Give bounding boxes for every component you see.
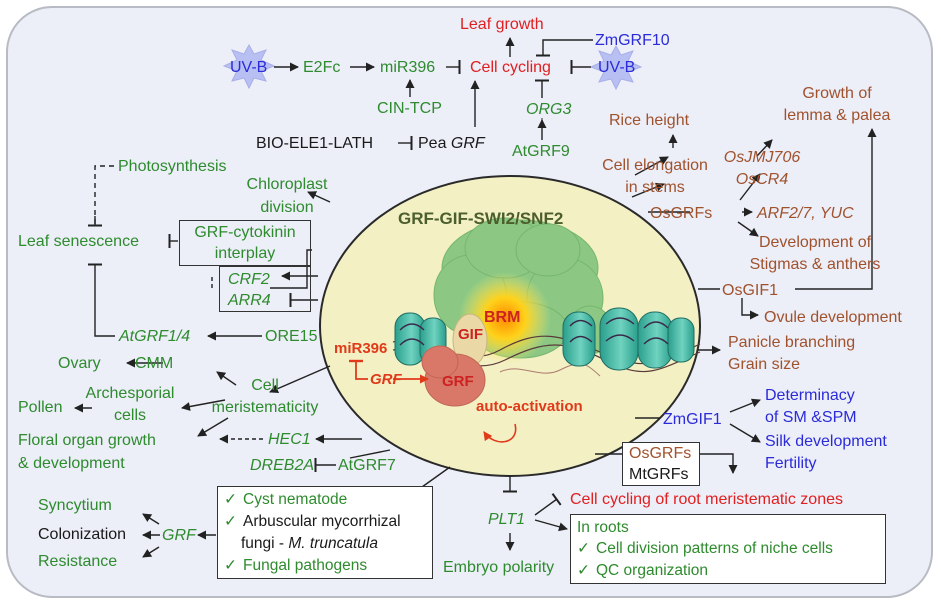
ovule-development: Ovule development [764, 309, 902, 326]
cell-label: Cell [251, 377, 279, 394]
arf-yuc: ARF2/7, YUC [757, 205, 854, 222]
ore15: ORE15 [265, 328, 318, 345]
syncytium: Syncytium [38, 497, 112, 514]
qc-row: ✓QC organization [577, 562, 709, 579]
fungi-prefix: fungi - [241, 535, 289, 552]
stigmas-anthers: Stigmas & anthers [749, 256, 881, 273]
uvb-right-starburst [589, 44, 643, 91]
uvb-right: UV-B [598, 59, 636, 76]
archesporial-cells: cells [113, 407, 146, 424]
pollen: Pollen [18, 399, 63, 416]
grf-protein-label: GRF [442, 373, 474, 390]
osjmj706: OsJMJ706 [723, 149, 801, 166]
resistance: Resistance [38, 553, 118, 570]
atgrf7: AtGRF7 [338, 457, 396, 474]
archesporial: Archesporial [85, 385, 175, 402]
fungal-row: ✓Fungal pathogens [224, 557, 368, 574]
center-mir396: miR396 [334, 340, 388, 357]
floral-development: & development [18, 455, 125, 472]
mir396-top: miR396 [380, 59, 436, 76]
interplay: interplay [214, 245, 276, 262]
fungi-row: fungi - M. truncatula [224, 533, 432, 555]
osgrfs-box: OsGRFs [629, 445, 692, 462]
org3: ORG3 [526, 101, 572, 118]
atgrf9: AtGRF9 [512, 143, 570, 160]
auto-activation-label: auto-activation [476, 398, 583, 415]
zmgif1: ZmGIF1 [663, 411, 722, 428]
cell-cycling: Cell cycling [470, 59, 551, 76]
mtgrfs: MtGRFs [629, 466, 689, 483]
zmgrf10: ZmGRF10 [595, 32, 670, 49]
rice-height: Rice height [609, 112, 690, 129]
development-of: Development of [758, 234, 872, 251]
cell-cycling-root: Cell cycling of root meristematic zones [570, 491, 843, 508]
uvb-left-starburst [222, 43, 276, 90]
cell-elongation: Cell elongation [602, 157, 708, 174]
uvb-left: UV-B [230, 59, 268, 76]
leaf-senescence: Leaf senescence [18, 233, 139, 250]
cin-tcp: CIN-TCP [377, 100, 442, 117]
osgif1: OsGIF1 [722, 282, 779, 299]
pathogen-box: ✓Cyst nematode ✓Arbuscular mycorrhizal f… [217, 486, 433, 579]
fungal-pathogens: Fungal pathogens [243, 557, 368, 574]
photosynthesis: Photosynthesis [118, 158, 227, 175]
plt1: PLT1 [488, 511, 526, 528]
floral-organ-growth: Floral organ growth [18, 432, 156, 449]
crf2-arr4-box: CRF2 ARR4 [219, 266, 311, 312]
brm-label: BRM [484, 309, 521, 326]
complex-title: GRF-GIF-SWI2/SNF2 [398, 209, 564, 228]
gif-label: GIF [458, 326, 483, 343]
colonization: Colonization [38, 526, 127, 543]
meristematicity: meristematicity [211, 399, 319, 416]
e2fc: E2Fc [303, 59, 341, 76]
lemma-palea: lemma & palea [783, 107, 891, 124]
in-roots: In roots [577, 519, 629, 536]
grf-cytokinin: GRF-cytokinin [194, 224, 296, 241]
complex-illustration [349, 217, 701, 443]
growth-of: Growth of [802, 85, 872, 102]
cyst-nematode: Cyst nematode [243, 491, 348, 508]
qc-organization: QC organization [596, 562, 709, 579]
oscr4: OsCR4 [735, 171, 789, 188]
m-truncatula: M. truncatula [288, 535, 378, 552]
panicle-branching: Panicle branching [728, 334, 856, 351]
crf2: CRF2 [228, 271, 270, 288]
osgrfs: OsGRFs [650, 205, 713, 222]
silk-development: Silk development [765, 433, 887, 450]
cell-division-patterns: Cell division patterns of niche cells [596, 540, 833, 557]
pea-grf: Pea GRF [418, 134, 485, 153]
chloroplast-division: division [260, 199, 314, 216]
pea-grf-gene: GRF [450, 135, 485, 152]
arr4: ARR4 [228, 292, 271, 309]
ovary: Ovary [58, 355, 101, 372]
center-grf-gene: GRF [370, 371, 402, 388]
fertility: Fertility [765, 455, 817, 472]
grf-cytokinin-box: GRF-cytokinin interplay [179, 220, 311, 266]
cmm: CMM [135, 355, 174, 372]
cyst-row: ✓Cyst nematode [224, 491, 348, 508]
grain-size: Grain size [728, 356, 801, 373]
atgrf1-4: AtGRF1/4 [119, 328, 191, 345]
cell-division-row: ✓Cell division patterns of niche cells [577, 540, 833, 557]
dreb2a: DREB2A [250, 457, 315, 474]
leaf-growth: Leaf growth [460, 16, 544, 33]
arbuscular-row: ✓Arbuscular mycorrhizal [224, 513, 401, 530]
osgrfs-mtgrfs-box: OsGRFs MtGRFs [622, 442, 700, 486]
arbuscular: Arbuscular mycorrhizal [243, 513, 401, 530]
determinacy: Determinacy [765, 387, 855, 404]
hec1: HEC1 [268, 431, 311, 448]
pea-label: Pea [418, 135, 447, 152]
chloroplast: Chloroplast [246, 176, 328, 193]
roots-box: In roots ✓Cell division patterns of nich… [570, 514, 886, 584]
bio-ele1-lath: BIO-ELE1-LATH [256, 135, 374, 152]
grf-bottom: GRF [162, 527, 196, 544]
embryo-polarity: Embryo polarity [443, 559, 555, 576]
in-stems: in stems [625, 179, 685, 196]
of-sm-spm: of SM &SPM [765, 409, 857, 426]
